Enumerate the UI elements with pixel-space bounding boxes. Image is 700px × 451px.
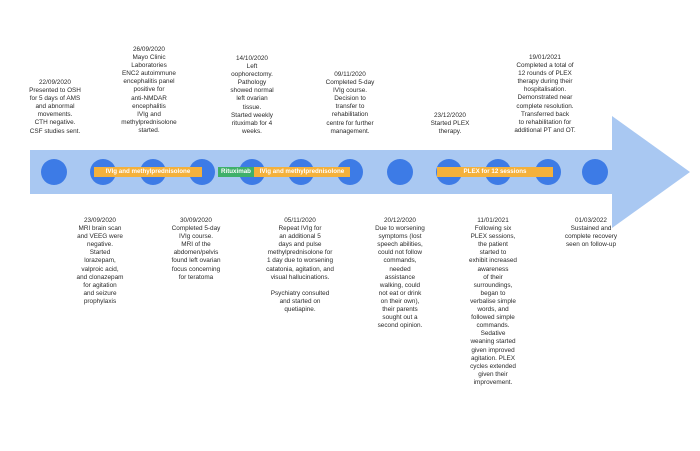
event-2020-11-09: 09/11/2020 Completed 5-day IVIg course. … [325,71,375,135]
bar-ivig-2: IVig and methylprednisolone [254,167,350,177]
event-2020-12-20: 20/12/2020 Due to worsening symptoms (lo… [375,217,425,330]
event-2020-09-22: 22/09/2020 Presented to OSH for 5 days o… [29,79,81,135]
event-2020-09-30: 30/09/2020 Completed 5-day IVIg course. … [171,217,221,281]
event-2022-03-01: 01/03/2022 Sustained and complete recove… [564,217,618,249]
bar-rituximab: Rituximab [218,167,254,177]
event-2020-09-23: 23/09/2020 MRI brain scan and VEEG were … [76,217,124,305]
bar-plex: PLEX for 12 sessions [437,167,553,177]
bar-ivig-1: IVIg and methylprednisolone [94,167,202,177]
timeline-node-8 [387,159,413,185]
event-2021-01-19: 19/01/2021 Completed a total of 12 round… [514,54,576,134]
event-2020-09-26: 26/09/2020 Mayo Clinic Laboratories ENC2… [121,46,177,134]
event-2020-11-05: 05/11/2020 Repeat IVIg for an additional… [266,217,334,314]
event-2021-01-11: 11/01/2021 Following six PLEX sessions, … [469,217,517,386]
timeline-node-12 [582,159,608,185]
timeline-node-1 [41,159,67,185]
event-2020-12-23: 23/12/2020 Started PLEX therapy. [430,112,470,136]
event-2020-10-14: 14/10/2020 Left oophorectomy. Pathology … [230,55,274,135]
